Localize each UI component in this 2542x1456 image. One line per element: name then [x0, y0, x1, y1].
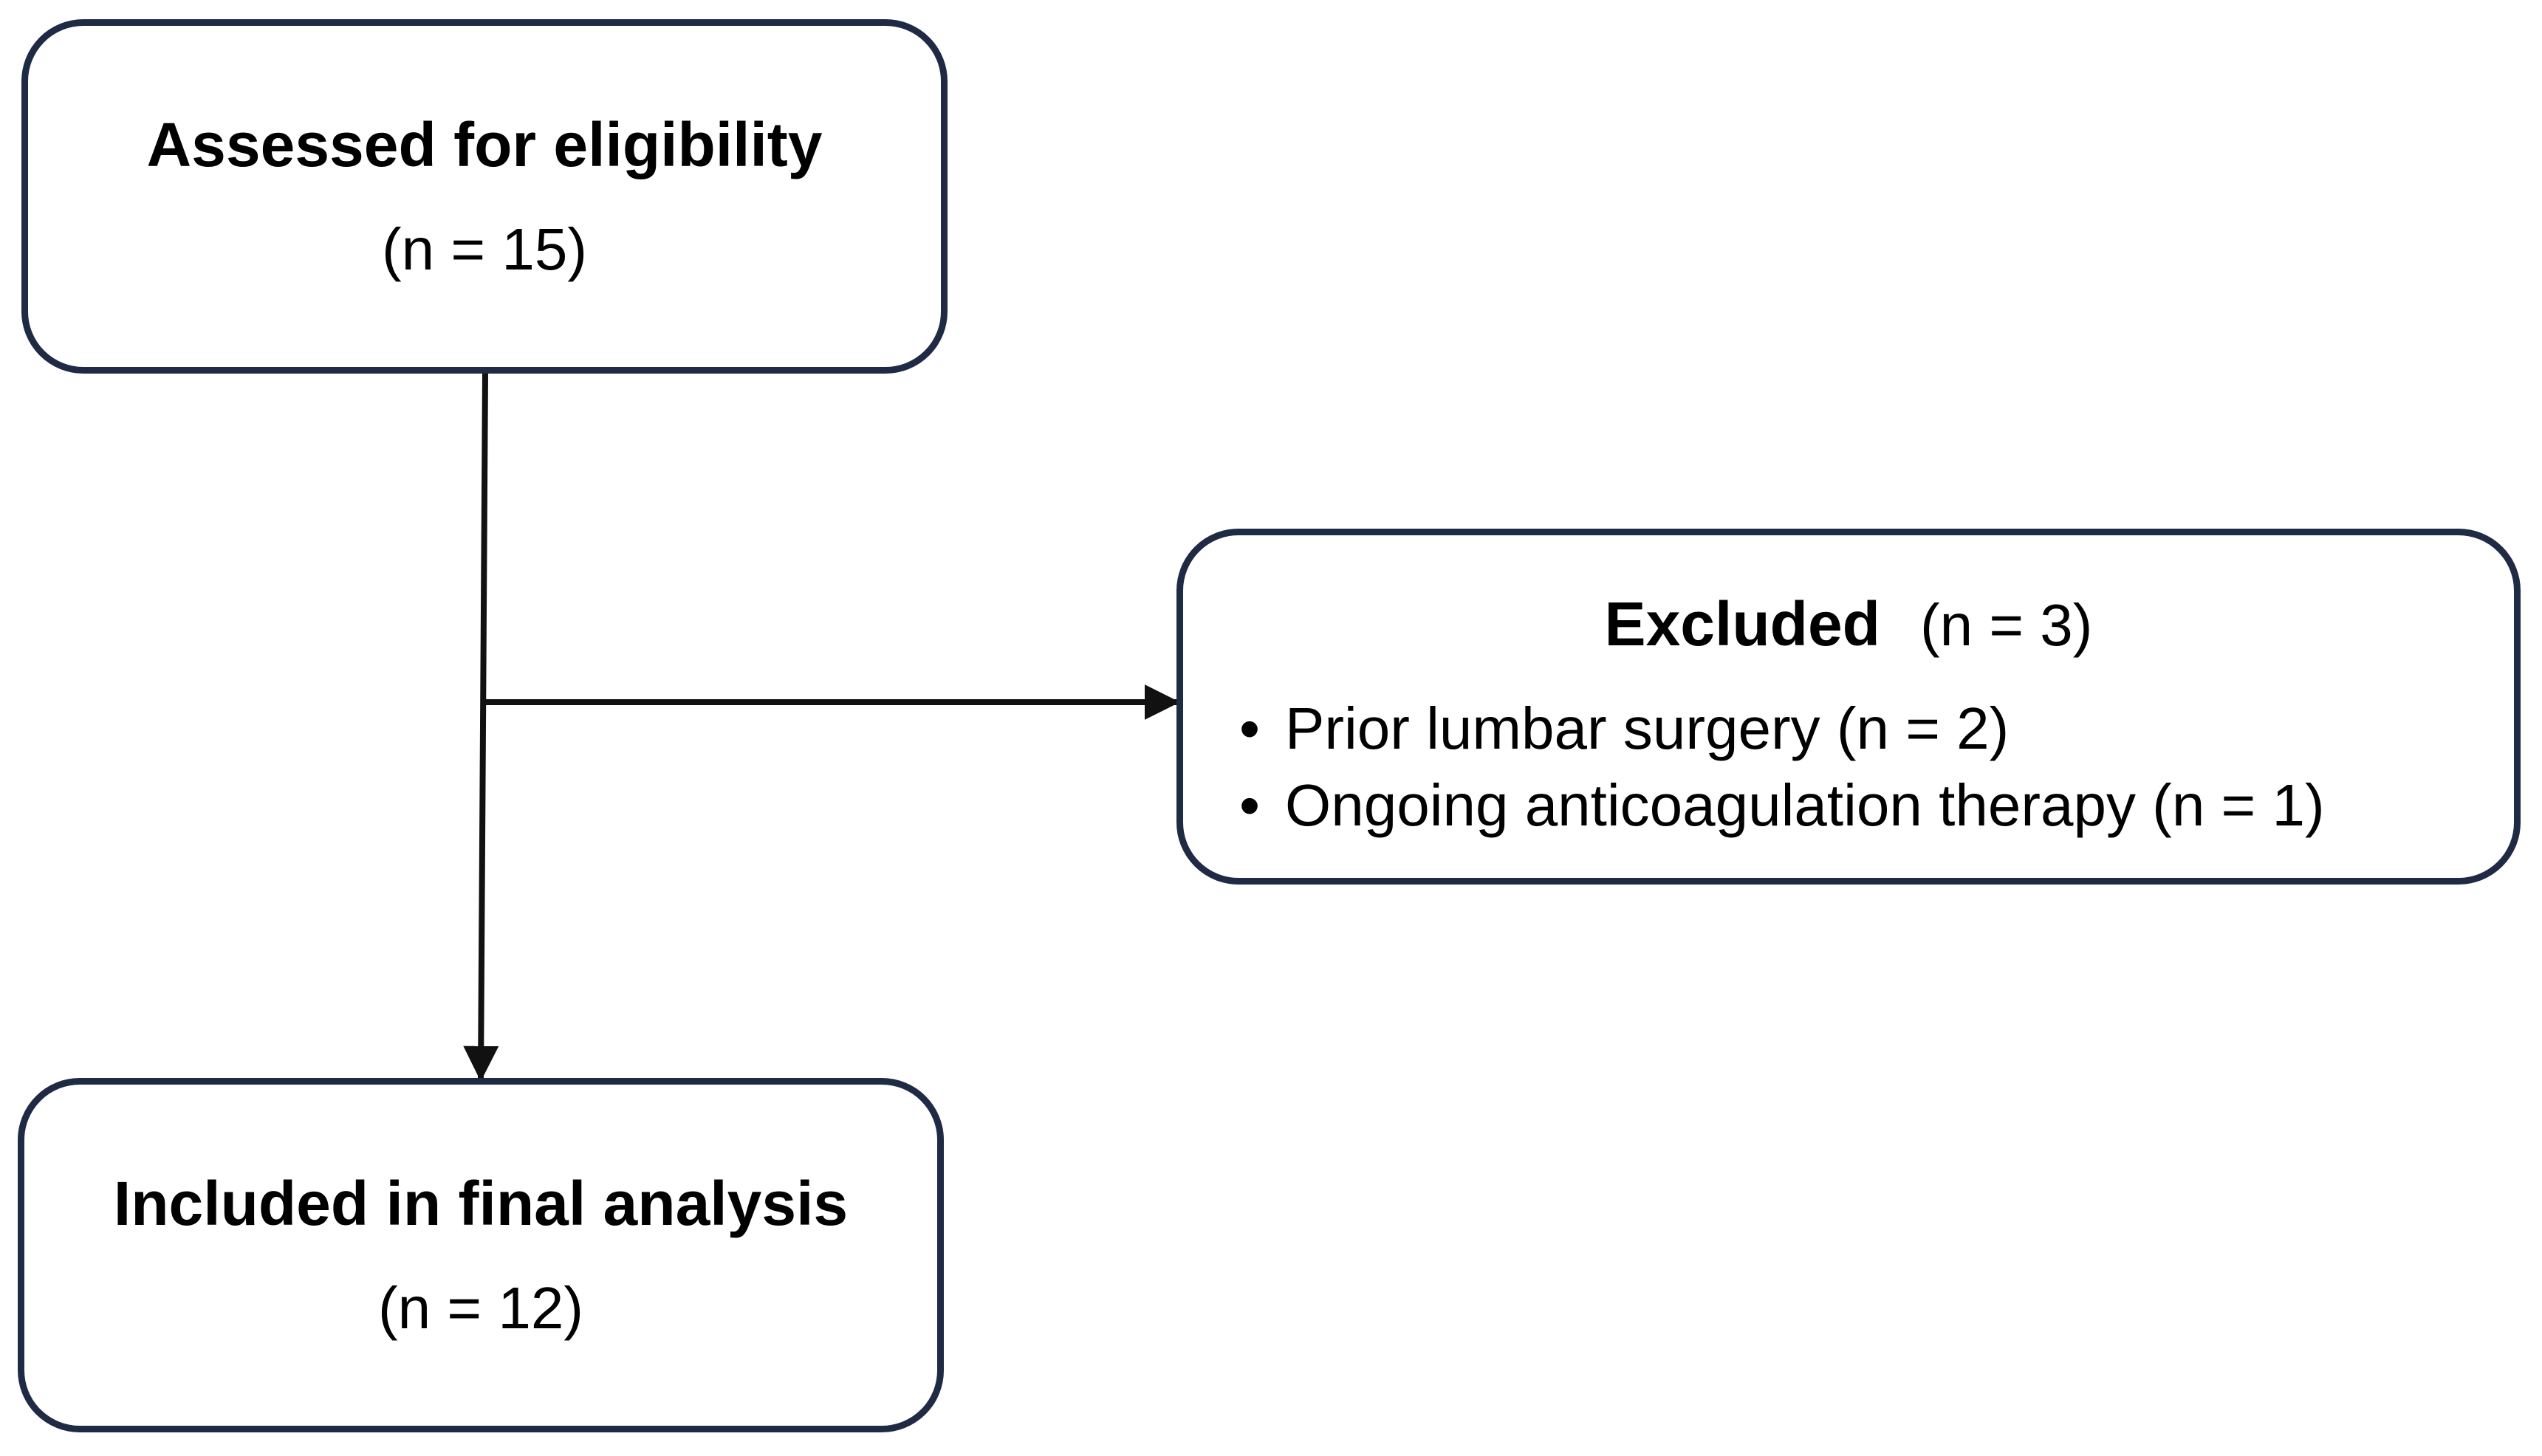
bullet-icon: • — [1239, 772, 1261, 838]
excluded-box: Excluded(n = 3) •Prior lumbar surgery (n… — [1176, 529, 2521, 885]
assessed-count: (n = 15) — [382, 216, 587, 282]
list-item: • Ongoing anticoagulation therapy (n = 1) — [1239, 767, 2325, 844]
bullet-icon: • — [1239, 696, 1261, 761]
excluded-header: Excluded(n = 3) — [1183, 593, 2514, 655]
arrow-assessed-to-included — [463, 373, 499, 1082]
exclusion-reason-text: Ongoing anticoagulation therapy (n = 1) — [1285, 772, 2325, 838]
exclusion-reasons-list: • Prior lumbar surgery (n = 2) • Ongoing a… — [1239, 690, 2325, 844]
included-in-final-analysis-box: Included in final analysis (n = 12) — [18, 1078, 944, 1432]
exclusion-reason-text: Prior lumbar surgery (n = 2) — [1285, 696, 2010, 761]
excluded-count: (n = 3) — [1920, 592, 2093, 658]
assessed-for-eligibility-box: Assessed for eligibility (n = 15) — [21, 19, 948, 374]
included-title: Included in final analysis — [113, 1169, 849, 1238]
excluded-title: Excluded — [1604, 589, 1880, 659]
list-item: • Prior lumbar surgery (n = 2) — [1239, 690, 2325, 767]
assessed-title: Assessed for eligibility — [146, 110, 823, 179]
included-count: (n = 12) — [378, 1275, 583, 1341]
